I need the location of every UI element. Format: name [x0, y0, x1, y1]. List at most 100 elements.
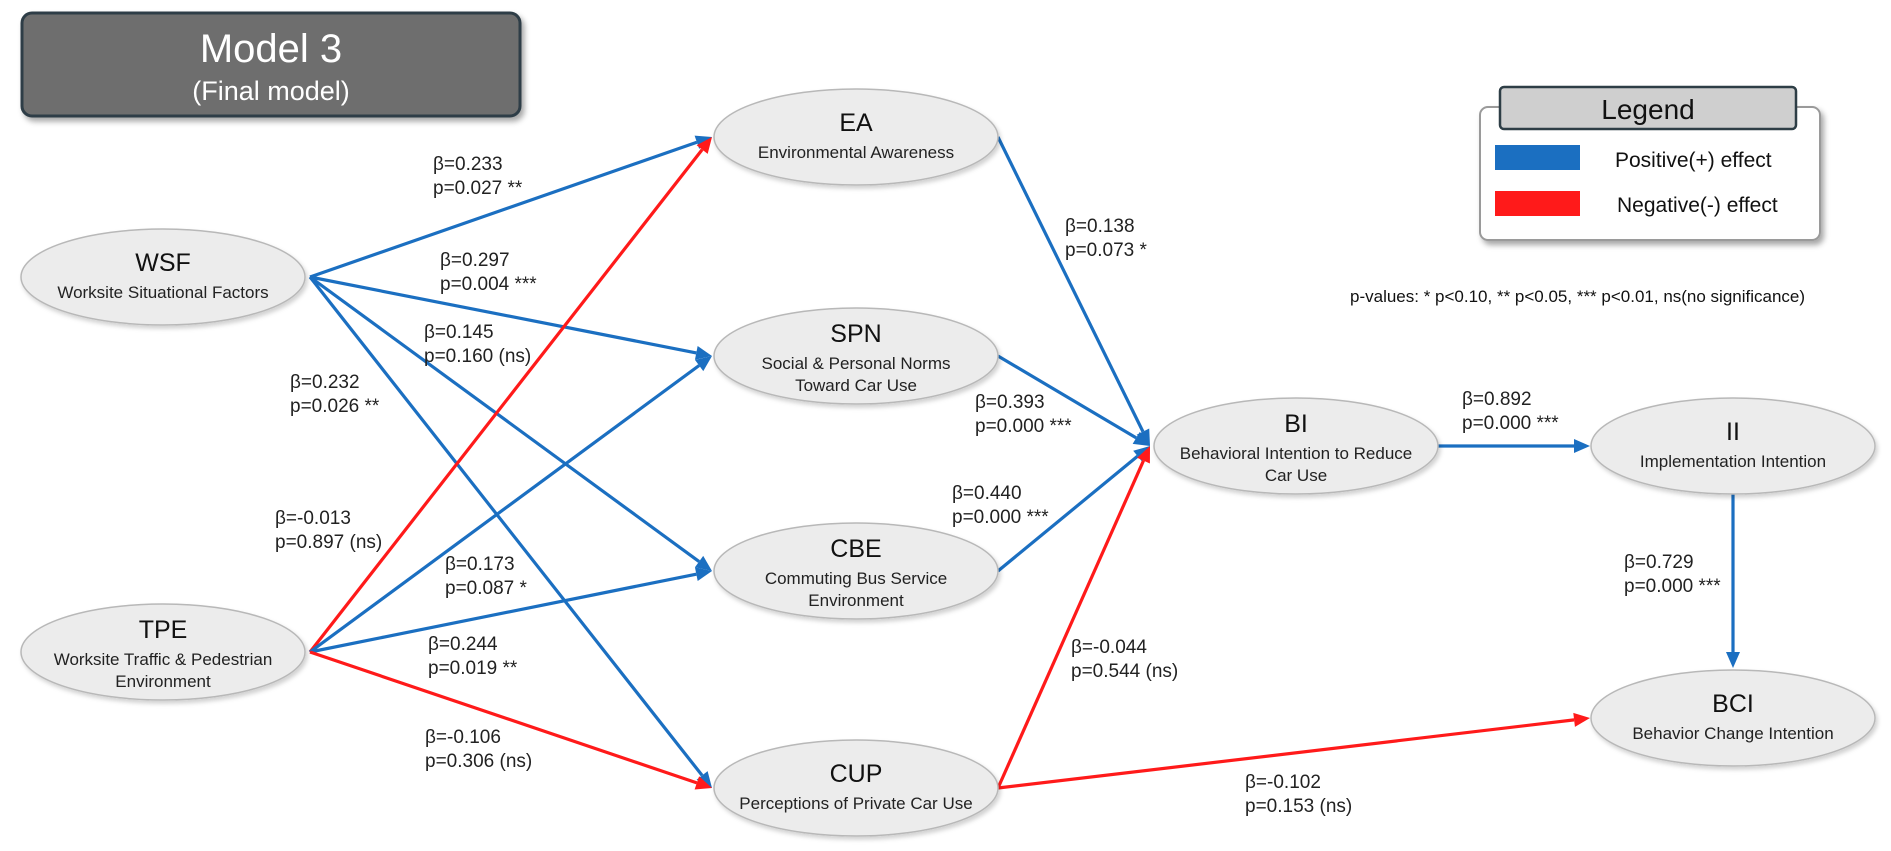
path-wsf-cup [308, 276, 712, 788]
node-full-name: Car Use [1265, 466, 1327, 485]
path-line [996, 459, 1145, 789]
node-full-name: Environment [808, 591, 904, 610]
p-value-label: p=0.153 (ns) [1245, 796, 1352, 817]
p-value-label: p=0.004 *** [440, 274, 537, 295]
node-ellipse [713, 739, 999, 837]
node-full-name: Behavior Change Intention [1632, 724, 1833, 743]
title-main: Model 3 [200, 27, 342, 71]
path-line [997, 718, 1575, 790]
node-full-name: Implementation Intention [1640, 452, 1826, 471]
coefficient-labels-layer: β=0.233 p=0.027 ** β=0.297 p=0.004 *** β=0.1… [275, 154, 1721, 817]
node-full-name: Worksite Traffic & Pedestrian [54, 650, 273, 669]
beta-label: β=0.233 [433, 154, 503, 175]
path-tpe-ea [308, 137, 712, 653]
node-wsf: WSF Worksite Situational Factors [20, 228, 306, 326]
beta-label: β=0.892 [1462, 389, 1532, 410]
node-full-name: Worksite Situational Factors [57, 283, 268, 302]
title-box: Model 3 (Final model) [20, 11, 522, 118]
legend-title-box [1498, 85, 1798, 131]
node-abbr: WSF [135, 249, 191, 277]
legend-negative-label: Negative(-) effect [1617, 194, 1778, 217]
path-line [309, 275, 697, 355]
beta-label: β=0.173 [445, 554, 515, 575]
arrowhead [694, 346, 712, 360]
path-tpe-spn [309, 356, 712, 654]
beta-label: β=-0.044 [1071, 637, 1147, 658]
node-bci: BCI Behavior Change Intention [1590, 669, 1876, 767]
p-value-label: p=0.000 *** [952, 507, 1049, 528]
node-abbr: CBE [830, 535, 881, 563]
p-value-label: p=0.019 ** [428, 658, 518, 679]
title-sub: (Final model) [192, 76, 350, 106]
node-ii: II Implementation Intention [1590, 397, 1876, 495]
path-wsf-ea [309, 135, 712, 279]
path-line [308, 148, 704, 653]
node-abbr: II [1726, 418, 1740, 446]
path-line [997, 354, 1138, 440]
beta-label: β=-0.106 [425, 727, 501, 748]
node-full-name: Commuting Bus Service [765, 569, 947, 588]
path-line [996, 136, 1145, 433]
arrowhead [696, 137, 712, 154]
beta-label: β=0.729 [1624, 552, 1694, 573]
path-cup-bci [997, 712, 1590, 790]
path-line [996, 454, 1139, 573]
legend-positive-label: Positive(+) effect [1615, 149, 1772, 172]
path-line [309, 572, 697, 654]
arrowhead [1726, 652, 1740, 668]
path-line [308, 276, 704, 777]
p-value-label: p=0.000 *** [1624, 576, 1721, 597]
beta-label: β=-0.102 [1245, 772, 1321, 793]
node-ellipse [20, 603, 306, 701]
beta-label: β=-0.013 [275, 508, 351, 529]
node-abbr: CUP [830, 760, 883, 788]
beta-label: β=0.244 [428, 634, 498, 655]
path-wsf-cbe [309, 275, 712, 571]
node-full-name: Behavioral Intention to Reduce [1180, 444, 1413, 463]
path-bi-ii [1438, 439, 1590, 453]
p-value-label: p=0.544 (ns) [1071, 661, 1178, 682]
node-abbr: EA [839, 109, 873, 137]
beta-label: β=0.393 [975, 392, 1045, 413]
node-ellipse [20, 228, 306, 326]
title-box-background [20, 11, 522, 118]
arrowhead [694, 356, 712, 372]
p-value-label: p=0.000 *** [975, 416, 1072, 437]
p-value-label: p=0.897 (ns) [275, 532, 382, 553]
path-tpe-cbe [309, 567, 712, 654]
p-value-label: p=0.160 (ns) [424, 346, 531, 367]
arrowhead [1574, 439, 1590, 453]
nodes-layer: WSF Worksite Situational FactorsTPEWorksi… [20, 88, 1876, 837]
node-abbr: BCI [1712, 690, 1754, 718]
p-value-label: p=0.306 (ns) [425, 751, 532, 772]
path-ii-bci [1726, 494, 1740, 668]
p-value-label: p=0.027 ** [433, 178, 523, 199]
arrowhead [1132, 431, 1150, 446]
node-full-name: Environmental Awareness [758, 143, 954, 162]
path-line [309, 140, 698, 279]
path-line [309, 650, 698, 785]
beta-label: β=0.297 [440, 250, 510, 271]
legend: Legend Positive(+) effect Negative(-) ef… [1479, 85, 1821, 241]
node-ea: EA Environmental Awareness [713, 88, 999, 186]
node-ellipse [1590, 397, 1876, 495]
node-ellipse [1153, 397, 1439, 495]
node-abbr: SPN [830, 320, 881, 348]
node-abbr: BI [1284, 410, 1308, 438]
beta-label: β=0.440 [952, 483, 1022, 504]
beta-label: β=0.138 [1065, 216, 1135, 237]
path-line [309, 364, 701, 654]
path-line [309, 275, 701, 563]
arrowhead [1573, 712, 1590, 727]
node-ellipse [713, 307, 999, 405]
p-value-label: p=0.026 ** [290, 396, 380, 417]
path-wsf-spn [309, 275, 712, 360]
node-ellipse [1590, 669, 1876, 767]
legend-positive-swatch [1495, 145, 1580, 170]
